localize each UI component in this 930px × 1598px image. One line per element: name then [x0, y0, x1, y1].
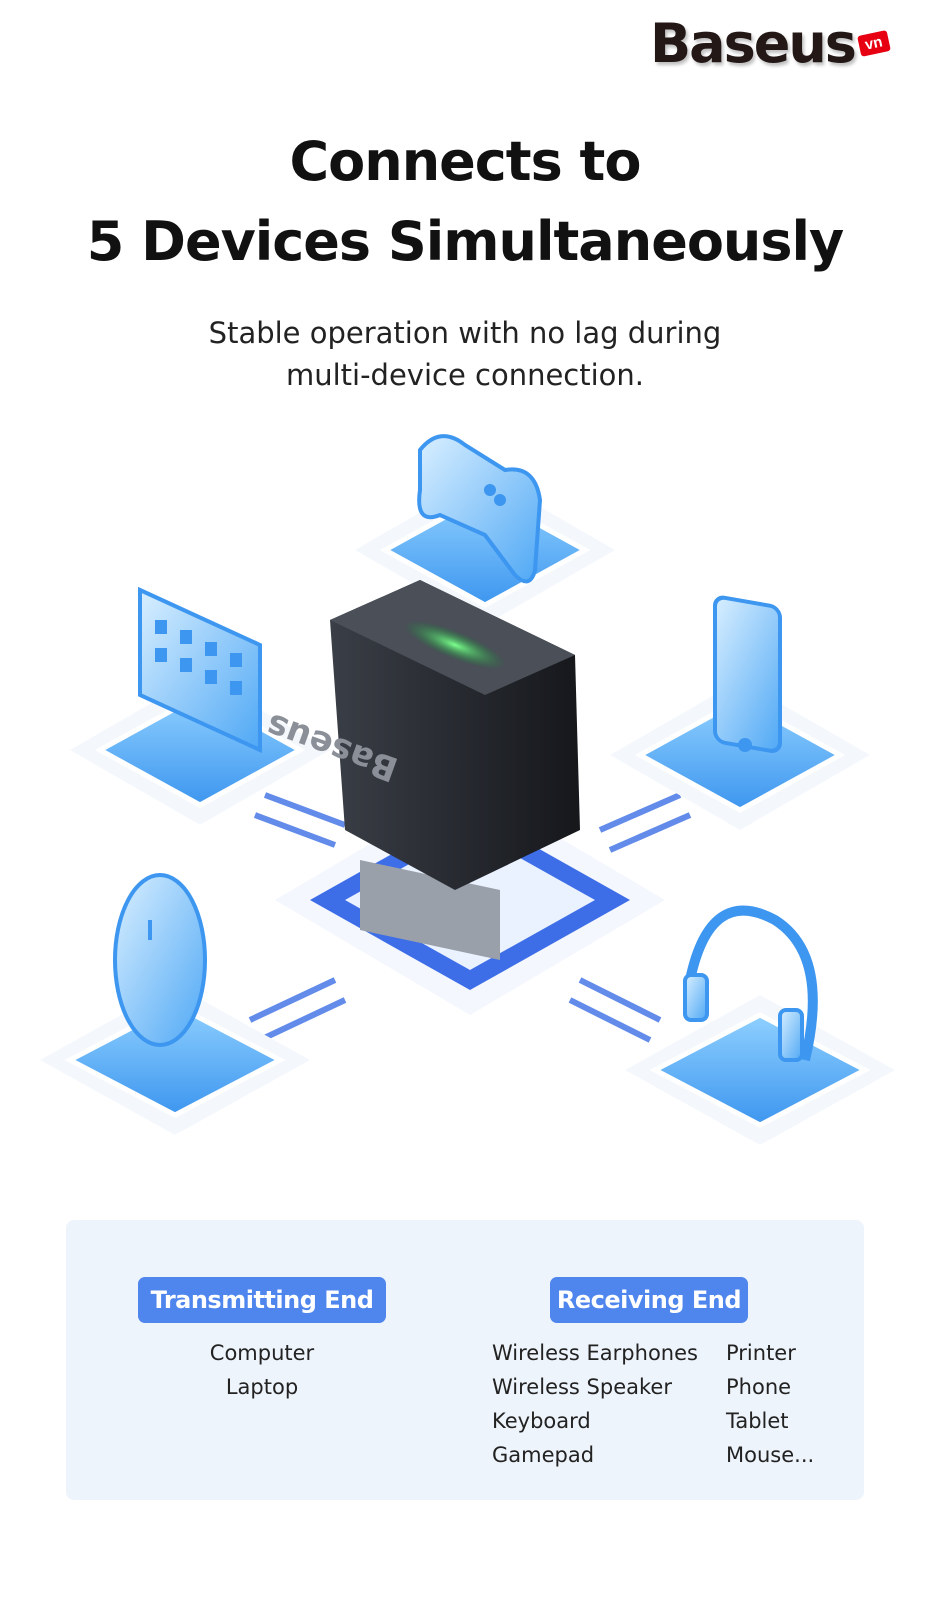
list-item: Computer [209, 1341, 315, 1365]
brand-name: Baseus [650, 12, 857, 75]
list-item: Wireless Speaker [492, 1375, 672, 1399]
list-item: Wireless Earphones [492, 1341, 698, 1365]
receiving-list-col1: Wireless Earphones Wireless Speaker Keyb… [492, 1336, 698, 1472]
list-item: Gamepad [492, 1443, 595, 1467]
phone-icon [713, 595, 782, 753]
brand-tag: vn [857, 30, 891, 57]
brand-logo: Baseus vn [650, 12, 891, 75]
receiving-end-badge: Receiving End [550, 1277, 748, 1323]
gamepad-icon [417, 434, 543, 584]
connection-lines [248, 792, 692, 1043]
list-item: Mouse... [726, 1443, 815, 1467]
subtitle-line-2: multi-device connection. [285, 358, 645, 392]
mouse-icon [113, 873, 207, 1047]
list-item: Tablet [726, 1409, 789, 1433]
platform-phone [610, 680, 870, 830]
transmitting-list: Computer Laptop [138, 1336, 386, 1404]
list-item: Laptop [225, 1375, 299, 1399]
transmitting-end-badge: Transmitting End [138, 1277, 386, 1323]
platform-mouse [40, 985, 310, 1135]
platform-headphones [625, 995, 895, 1145]
headphones-icon [683, 905, 818, 1062]
compatibility-panel: Transmitting End Computer Laptop Receivi… [66, 1220, 864, 1500]
list-item: Keyboard [492, 1409, 591, 1433]
list-item: Phone [726, 1375, 792, 1399]
title-line-2: 5 Devices Simultaneously [86, 210, 844, 273]
page-title: Connects to 5 Devices Simultaneously [0, 122, 930, 282]
device-connection-illustration: Baseus [40, 434, 895, 1145]
receiving-list-col2: Printer Phone Tablet Mouse... [726, 1336, 814, 1472]
subtitle: Stable operation with no lag during mult… [0, 312, 930, 396]
keyboard-icon [138, 586, 262, 754]
title-line-1: Connects to [289, 130, 642, 193]
subtitle-line-1: Stable operation with no lag during [208, 316, 722, 350]
list-item: Printer [726, 1341, 796, 1365]
